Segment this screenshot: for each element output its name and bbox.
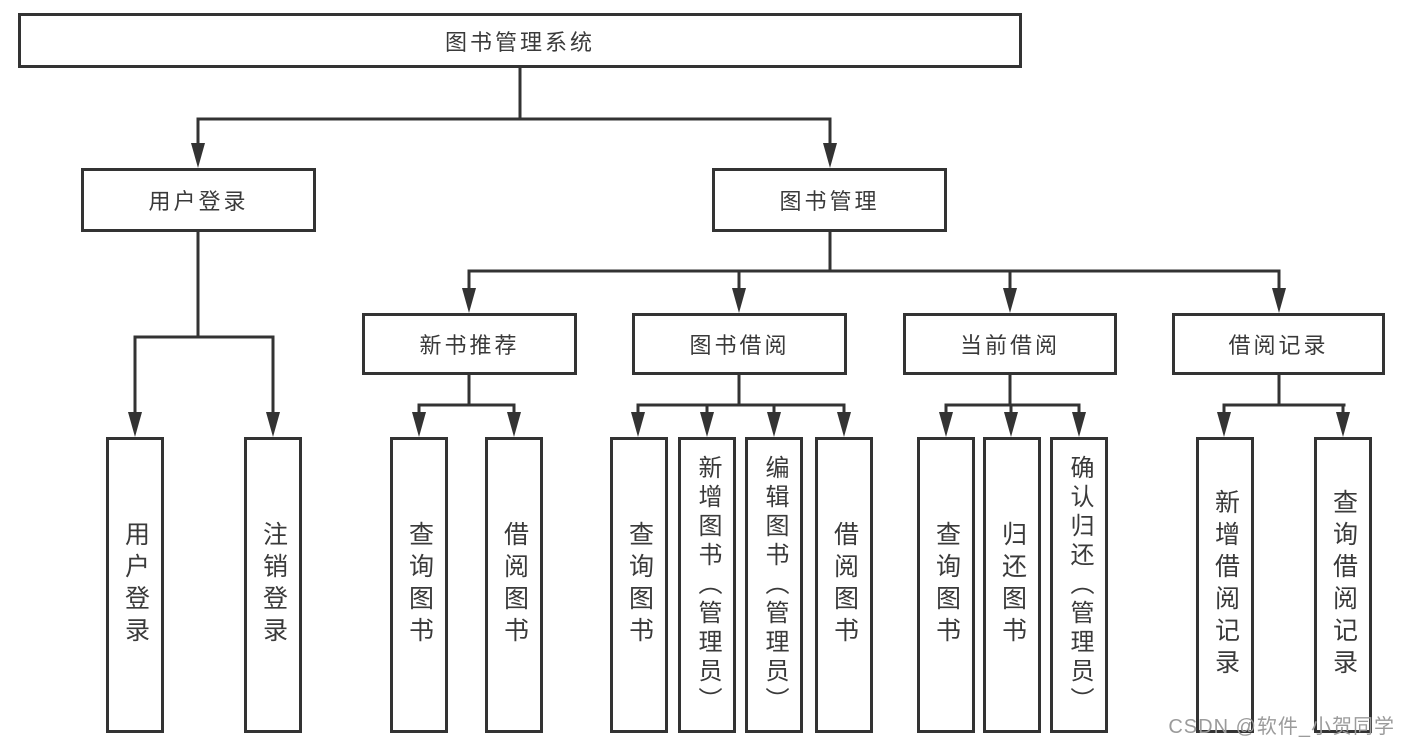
leaf-return-books-label: 归还图书 [998,521,1027,649]
node-user-login: 用户登录 [81,168,316,232]
leaf-query-books-current: 查询图书 [917,437,975,733]
leaf-user-login: 用户登录 [106,437,164,733]
leaf-borrow-books-recommend: 借阅图书 [485,437,543,733]
leaf-query-borrow-record-label: 查询借阅记录 [1329,489,1358,681]
leaf-query-books-recommend-label: 查询图书 [405,521,434,649]
leaf-add-borrow-record-label: 新增借阅记录 [1211,489,1240,681]
node-book-borrowing: 图书借阅 [632,313,847,375]
node-book-management: 图书管理 [712,168,947,232]
leaf-borrow-books-recommend-label: 借阅图书 [500,521,529,649]
leaf-query-books-current-label: 查询图书 [932,521,961,649]
leaf-add-books-admin: 新增图书（管理员） [678,437,736,733]
leaf-borrow-books: 借阅图书 [815,437,873,733]
leaf-query-books-borrow: 查询图书 [610,437,668,733]
leaf-borrow-books-label: 借阅图书 [830,521,859,649]
node-new-book-recommendation: 新书推荐 [362,313,577,375]
leaf-logout: 注销登录 [244,437,302,733]
leaf-add-borrow-record: 新增借阅记录 [1196,437,1254,733]
leaf-confirm-return-admin: 确认归还（管理员） [1050,437,1108,733]
leaf-query-books-borrow-label: 查询图书 [625,521,654,649]
node-library-management-system: 图书管理系统 [18,13,1022,68]
leaf-edit-books-admin: 编辑图书（管理员） [745,437,803,733]
leaf-confirm-return-admin-label: 确认归还（管理员） [1066,454,1093,716]
leaf-edit-books-admin-label: 编辑图书（管理员） [761,454,788,716]
leaf-user-login-label: 用户登录 [121,521,150,649]
node-current-borrowing: 当前借阅 [903,313,1117,375]
leaf-logout-label: 注销登录 [259,521,288,649]
leaf-query-borrow-record: 查询借阅记录 [1314,437,1372,733]
leaf-add-books-admin-label: 新增图书（管理员） [694,454,721,716]
csdn-watermark: CSDN @软件_小贺同学 [1168,716,1395,738]
leaf-query-books-recommend: 查询图书 [390,437,448,733]
node-borrowing-records: 借阅记录 [1172,313,1385,375]
leaf-return-books: 归还图书 [983,437,1041,733]
